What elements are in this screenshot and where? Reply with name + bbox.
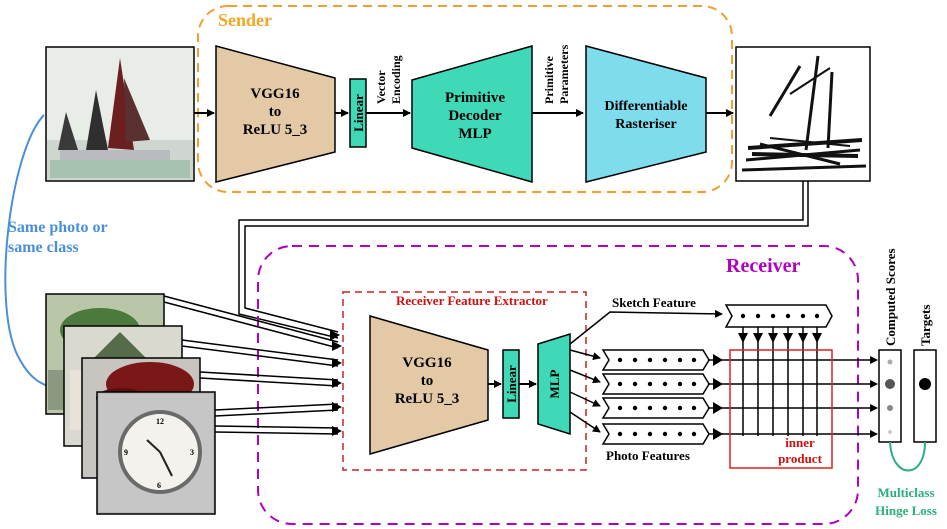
receiver-box bbox=[257, 245, 859, 525]
primitive-parameters-line1: Primitive bbox=[542, 55, 556, 104]
score-dot bbox=[887, 359, 893, 365]
target-dot bbox=[919, 378, 931, 390]
decoder-line1: Primitive bbox=[445, 90, 505, 106]
photo-feature-vector bbox=[601, 373, 710, 395]
score-dot bbox=[888, 430, 892, 434]
hinge-loss-line2: Hinge Loss bbox=[875, 503, 937, 518]
hinge-loss-line1: Multiclass bbox=[877, 485, 934, 500]
vector-encoding-line1: Vector bbox=[374, 70, 388, 104]
sketch-feature-down-arrows bbox=[742, 327, 818, 436]
svg-text:3: 3 bbox=[190, 448, 194, 457]
inner-product-box bbox=[729, 349, 833, 469]
svg-text:9: 9 bbox=[124, 448, 128, 457]
receiver-vgg-line2: to bbox=[421, 373, 434, 389]
svg-text:12: 12 bbox=[156, 417, 164, 426]
score-dot bbox=[885, 379, 895, 389]
photo-stack: 12 3 6 9 bbox=[45, 293, 216, 515]
feature-row-lines bbox=[709, 356, 878, 438]
rasteriser-line1: Differentiable bbox=[605, 99, 688, 114]
same-photo-note-line2: same class bbox=[8, 239, 79, 256]
targets-label: Targets bbox=[918, 305, 933, 346]
receiver-title: Receiver bbox=[726, 255, 801, 277]
same-photo-note-line1: Same photo or bbox=[8, 219, 108, 236]
photo-input-arrows bbox=[163, 295, 339, 435]
decoder-line3: MLP bbox=[458, 126, 491, 142]
hinge-loss-curve bbox=[889, 441, 926, 472]
primitive-parameters-line2: Parameters bbox=[557, 44, 571, 104]
rasteriser-line2: Rasteriser bbox=[615, 117, 676, 132]
score-dot bbox=[887, 405, 893, 411]
same-photo-arrow bbox=[4, 114, 61, 393]
receiver-vgg-line3: ReLU 5_3 bbox=[395, 391, 460, 407]
sender-box bbox=[197, 5, 733, 193]
receiver-vgg-line1: VGG16 bbox=[402, 355, 452, 371]
photo-feature-vector bbox=[601, 423, 710, 445]
rasteriser-block bbox=[585, 45, 707, 183]
receiver-mlp-label: MLP bbox=[547, 370, 562, 399]
sender-vgg-block bbox=[215, 45, 336, 183]
targets-column bbox=[913, 349, 937, 443]
photo-feature-vector bbox=[601, 349, 710, 371]
inner-product-line1: inner bbox=[785, 435, 815, 450]
receiver-vgg-block bbox=[369, 315, 489, 455]
vector-encoding-line2: Encoding bbox=[389, 55, 403, 104]
sender-title: Sender bbox=[218, 10, 272, 30]
feature-extractor-box bbox=[342, 291, 587, 471]
sender-vgg-line1: VGG16 bbox=[250, 86, 300, 102]
svg-text:6: 6 bbox=[157, 481, 161, 490]
sender-vgg-line3: ReLU 5_3 bbox=[243, 122, 308, 138]
photo-feature-vector bbox=[601, 397, 710, 419]
receiver-linear-label: Linear bbox=[504, 365, 519, 403]
photo-feature-vectors bbox=[601, 349, 710, 445]
photo-features-label: Photo Features bbox=[606, 448, 690, 463]
computed-scores-label: Computed Scores bbox=[883, 248, 898, 346]
sketch-output bbox=[735, 46, 871, 182]
sketch-to-receiver-connector bbox=[238, 181, 804, 339]
mlp-output-arrows bbox=[569, 309, 723, 433]
input-photo bbox=[45, 46, 195, 182]
sketch-feature-label: Sketch Feature bbox=[612, 295, 696, 310]
sender-vgg-line2: to bbox=[269, 104, 282, 120]
primitive-decoder-block bbox=[411, 45, 533, 183]
sender-linear-label: Linear bbox=[351, 94, 366, 132]
feature-extractor-title: Receiver Feature Extractor bbox=[396, 293, 548, 308]
receiver-mlp-block bbox=[537, 332, 571, 436]
decoder-line2: Decoder bbox=[448, 108, 502, 124]
sketch-feature-vector bbox=[724, 304, 833, 328]
inner-product-line2: product bbox=[778, 451, 822, 466]
